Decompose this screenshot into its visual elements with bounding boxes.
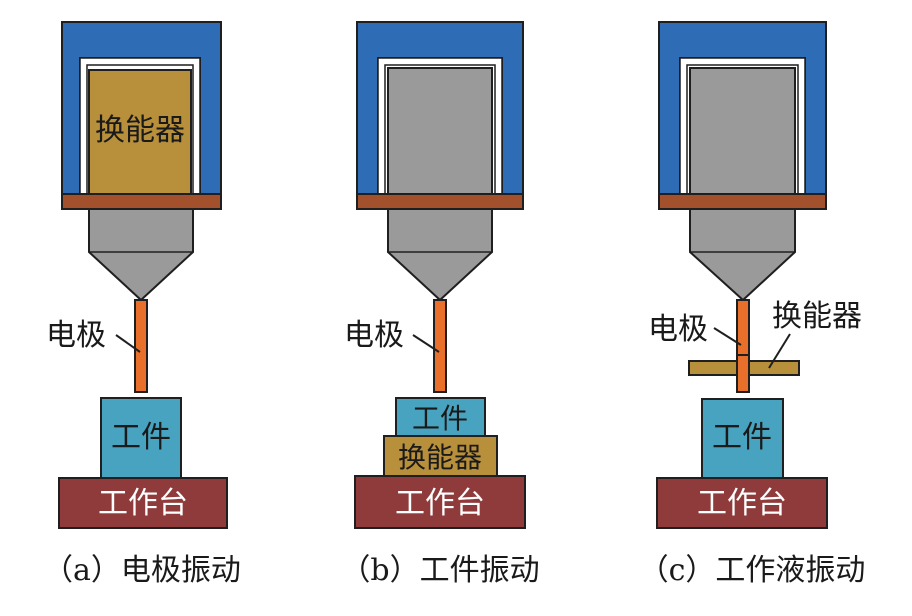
electrode-leader-a (115, 334, 141, 353)
flange-a (61, 193, 222, 210)
transducer-label-c: 换能器 (772, 299, 862, 334)
electrode-label-c: 电极 (648, 312, 708, 347)
horn-a (88, 208, 194, 302)
electrode-c-front (736, 354, 750, 393)
horn-b (387, 208, 493, 302)
transducer-label-a: 换能器 (95, 113, 185, 148)
horn-c (689, 208, 796, 302)
electrode-label-b: 电极 (344, 318, 404, 353)
electrode-b (433, 299, 447, 393)
panel-b: 电极 工件 换能器 工作台 （b）工件振动 (340, 21, 540, 588)
table-c (656, 477, 828, 529)
table-a (58, 477, 228, 529)
electrode-leader-c (713, 327, 742, 346)
electrode-label-a: 电极 (46, 318, 106, 353)
table-label-b: 工作台 (395, 486, 485, 521)
table-label-a: 工作台 (98, 486, 188, 521)
panel-c: 电极 换能器 工件 工作台 （c）工作液振动 (639, 21, 866, 588)
block-b (387, 67, 493, 195)
transducer-a (88, 69, 192, 195)
workpiece-a (100, 397, 182, 479)
workpiece-label-a: 工件 (111, 420, 171, 455)
electrode-a (134, 299, 148, 393)
electrode-leader-b (412, 334, 440, 353)
transducer-leader-c (768, 333, 791, 369)
caption-a: （a）电极振动 (43, 553, 241, 588)
workpiece-label-b: 工件 (412, 402, 468, 435)
caption-c: （c）工作液振动 (639, 553, 866, 588)
transducer-label-b: 换能器 (398, 441, 482, 474)
flange-b (356, 193, 524, 210)
workpiece-b (395, 397, 486, 437)
table-b (354, 475, 526, 529)
caption-b: （b）工件振动 (340, 553, 539, 588)
table-label-c: 工作台 (697, 486, 787, 521)
flange-c (658, 193, 827, 210)
panel-a: 换能器 电极 工件 工作台 （a）电极振动 (43, 21, 241, 588)
transducer-b (383, 435, 498, 477)
workpiece-c (701, 398, 784, 479)
workpiece-label-c: 工件 (712, 420, 772, 455)
block-c (689, 67, 796, 195)
